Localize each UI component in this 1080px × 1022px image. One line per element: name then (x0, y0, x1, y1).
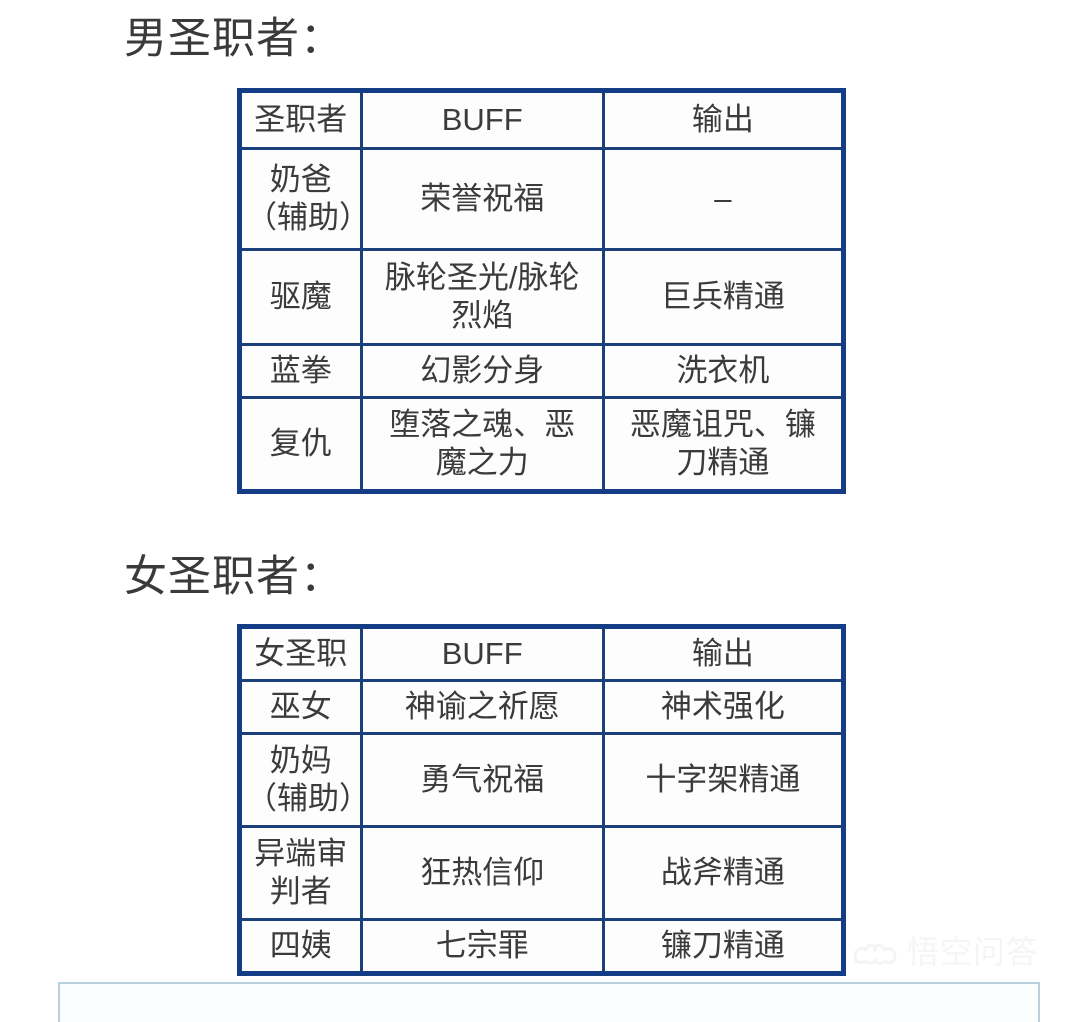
table-male-priests: 圣职者 BUFF 输出 奶爸 （辅助） 荣誉祝福 – 驱魔 脉轮圣光/脉 (237, 88, 846, 494)
cell-role: 四姨 (238, 918, 363, 975)
table-row: 四姨 七宗罪 镰刀精通 (238, 918, 846, 975)
cell-role-line1: 奶妈 (269, 743, 332, 779)
cell-role-line2: 判者 (269, 874, 332, 909)
header-cell-role: 圣职者 (238, 89, 363, 150)
cell-role-line2: （辅助） (246, 200, 370, 235)
table-row: 蓝拳 幻影分身 洗衣机 (238, 343, 846, 399)
cell-buff: 七宗罪 (359, 918, 605, 975)
cell-dps-line1: 恶魔诅咒、镰 (629, 407, 816, 443)
cell-buff: 堕落之魂、恶 魔之力 (359, 396, 605, 493)
table-row: 驱魔 脉轮圣光/脉轮 烈焰 巨兵精通 (238, 248, 846, 346)
cell-role: 奶爸 （辅助） (238, 147, 370, 251)
cell-role: 驱魔 (238, 248, 363, 346)
cell-buff: 神谕之祈愿 (359, 679, 605, 735)
table-row: 奶妈 （辅助） 勇气祝福 十字架精通 (238, 732, 846, 828)
header-cell-role: 女圣职 (238, 625, 363, 682)
cell-dps: 神术强化 (601, 679, 846, 735)
section-title-female: 女圣职者： (124, 553, 344, 601)
table-row: 复仇 堕落之魂、恶 魔之力 恶魔诅咒、镰 刀精通 (238, 396, 846, 493)
cell-role-line1: 奶爸 (269, 162, 332, 198)
table-row: 奶爸 （辅助） 荣誉祝福 – (238, 147, 846, 251)
cell-role: 蓝拳 (238, 343, 363, 399)
cell-dps: 镰刀精通 (601, 918, 846, 975)
cell-dps-line2: 刀精通 (676, 445, 770, 480)
cell-role: 复仇 (238, 396, 363, 493)
cell-buff: 狂热信仰 (359, 825, 605, 921)
page-root: 男圣职者： 圣职者 BUFF 输出 奶爸 （辅助） 荣誉祝福 – (58, 15, 1062, 1022)
cell-role-line1: 异端审 (254, 836, 348, 872)
table-female-priests: 女圣职 BUFF 输出 巫女 神谕之祈愿 神术强化 奶妈 （辅助） 勇气祝福 十… (237, 624, 846, 976)
cell-dps: 十字架精通 (601, 732, 846, 828)
cell-dps: 洗衣机 (601, 343, 846, 399)
cell-buff-line1: 堕落之魂、恶 (389, 407, 576, 443)
cell-role: 异端审 判者 (238, 825, 363, 921)
cell-buff-line2: 烈焰 (451, 298, 514, 333)
header-cell-buff: BUFF (359, 625, 605, 682)
cell-dps: – (601, 147, 846, 251)
table-row: 异端审 判者 狂热信仰 战斧精通 (238, 825, 846, 921)
header-cell-dps: 输出 (601, 625, 846, 682)
watermark: 悟空问答 (852, 930, 1062, 974)
cell-role-line2: （辅助） (246, 781, 370, 816)
section-title-male: 男圣职者： (124, 15, 344, 63)
cell-role: 奶妈 （辅助） (238, 732, 370, 828)
cell-buff-line1: 脉轮圣光/脉轮 (384, 260, 580, 296)
table-row: 巫女 神谕之祈愿 神术强化 (238, 679, 846, 735)
header-cell-buff: BUFF (359, 89, 605, 150)
watermark-text: 悟空问答 (907, 934, 1040, 970)
table-header-row: 圣职者 BUFF 输出 (238, 89, 846, 150)
header-cell-dps: 输出 (601, 89, 846, 150)
cell-dps: 巨兵精通 (601, 248, 846, 346)
cell-buff: 幻影分身 (359, 343, 605, 399)
cell-buff-line2: 魔之力 (435, 445, 529, 480)
cell-buff: 勇气祝福 (359, 732, 605, 828)
cell-role: 巫女 (238, 679, 363, 735)
cell-buff: 荣誉祝福 (359, 147, 605, 251)
table-header-row: 女圣职 BUFF 输出 (238, 625, 846, 682)
cell-dps: 战斧精通 (601, 825, 846, 921)
bottom-panel (58, 982, 1040, 1022)
cell-buff: 脉轮圣光/脉轮 烈焰 (359, 248, 605, 346)
wukong-cloud-logo-icon (853, 943, 897, 965)
cell-dps: 恶魔诅咒、镰 刀精通 (601, 396, 846, 493)
